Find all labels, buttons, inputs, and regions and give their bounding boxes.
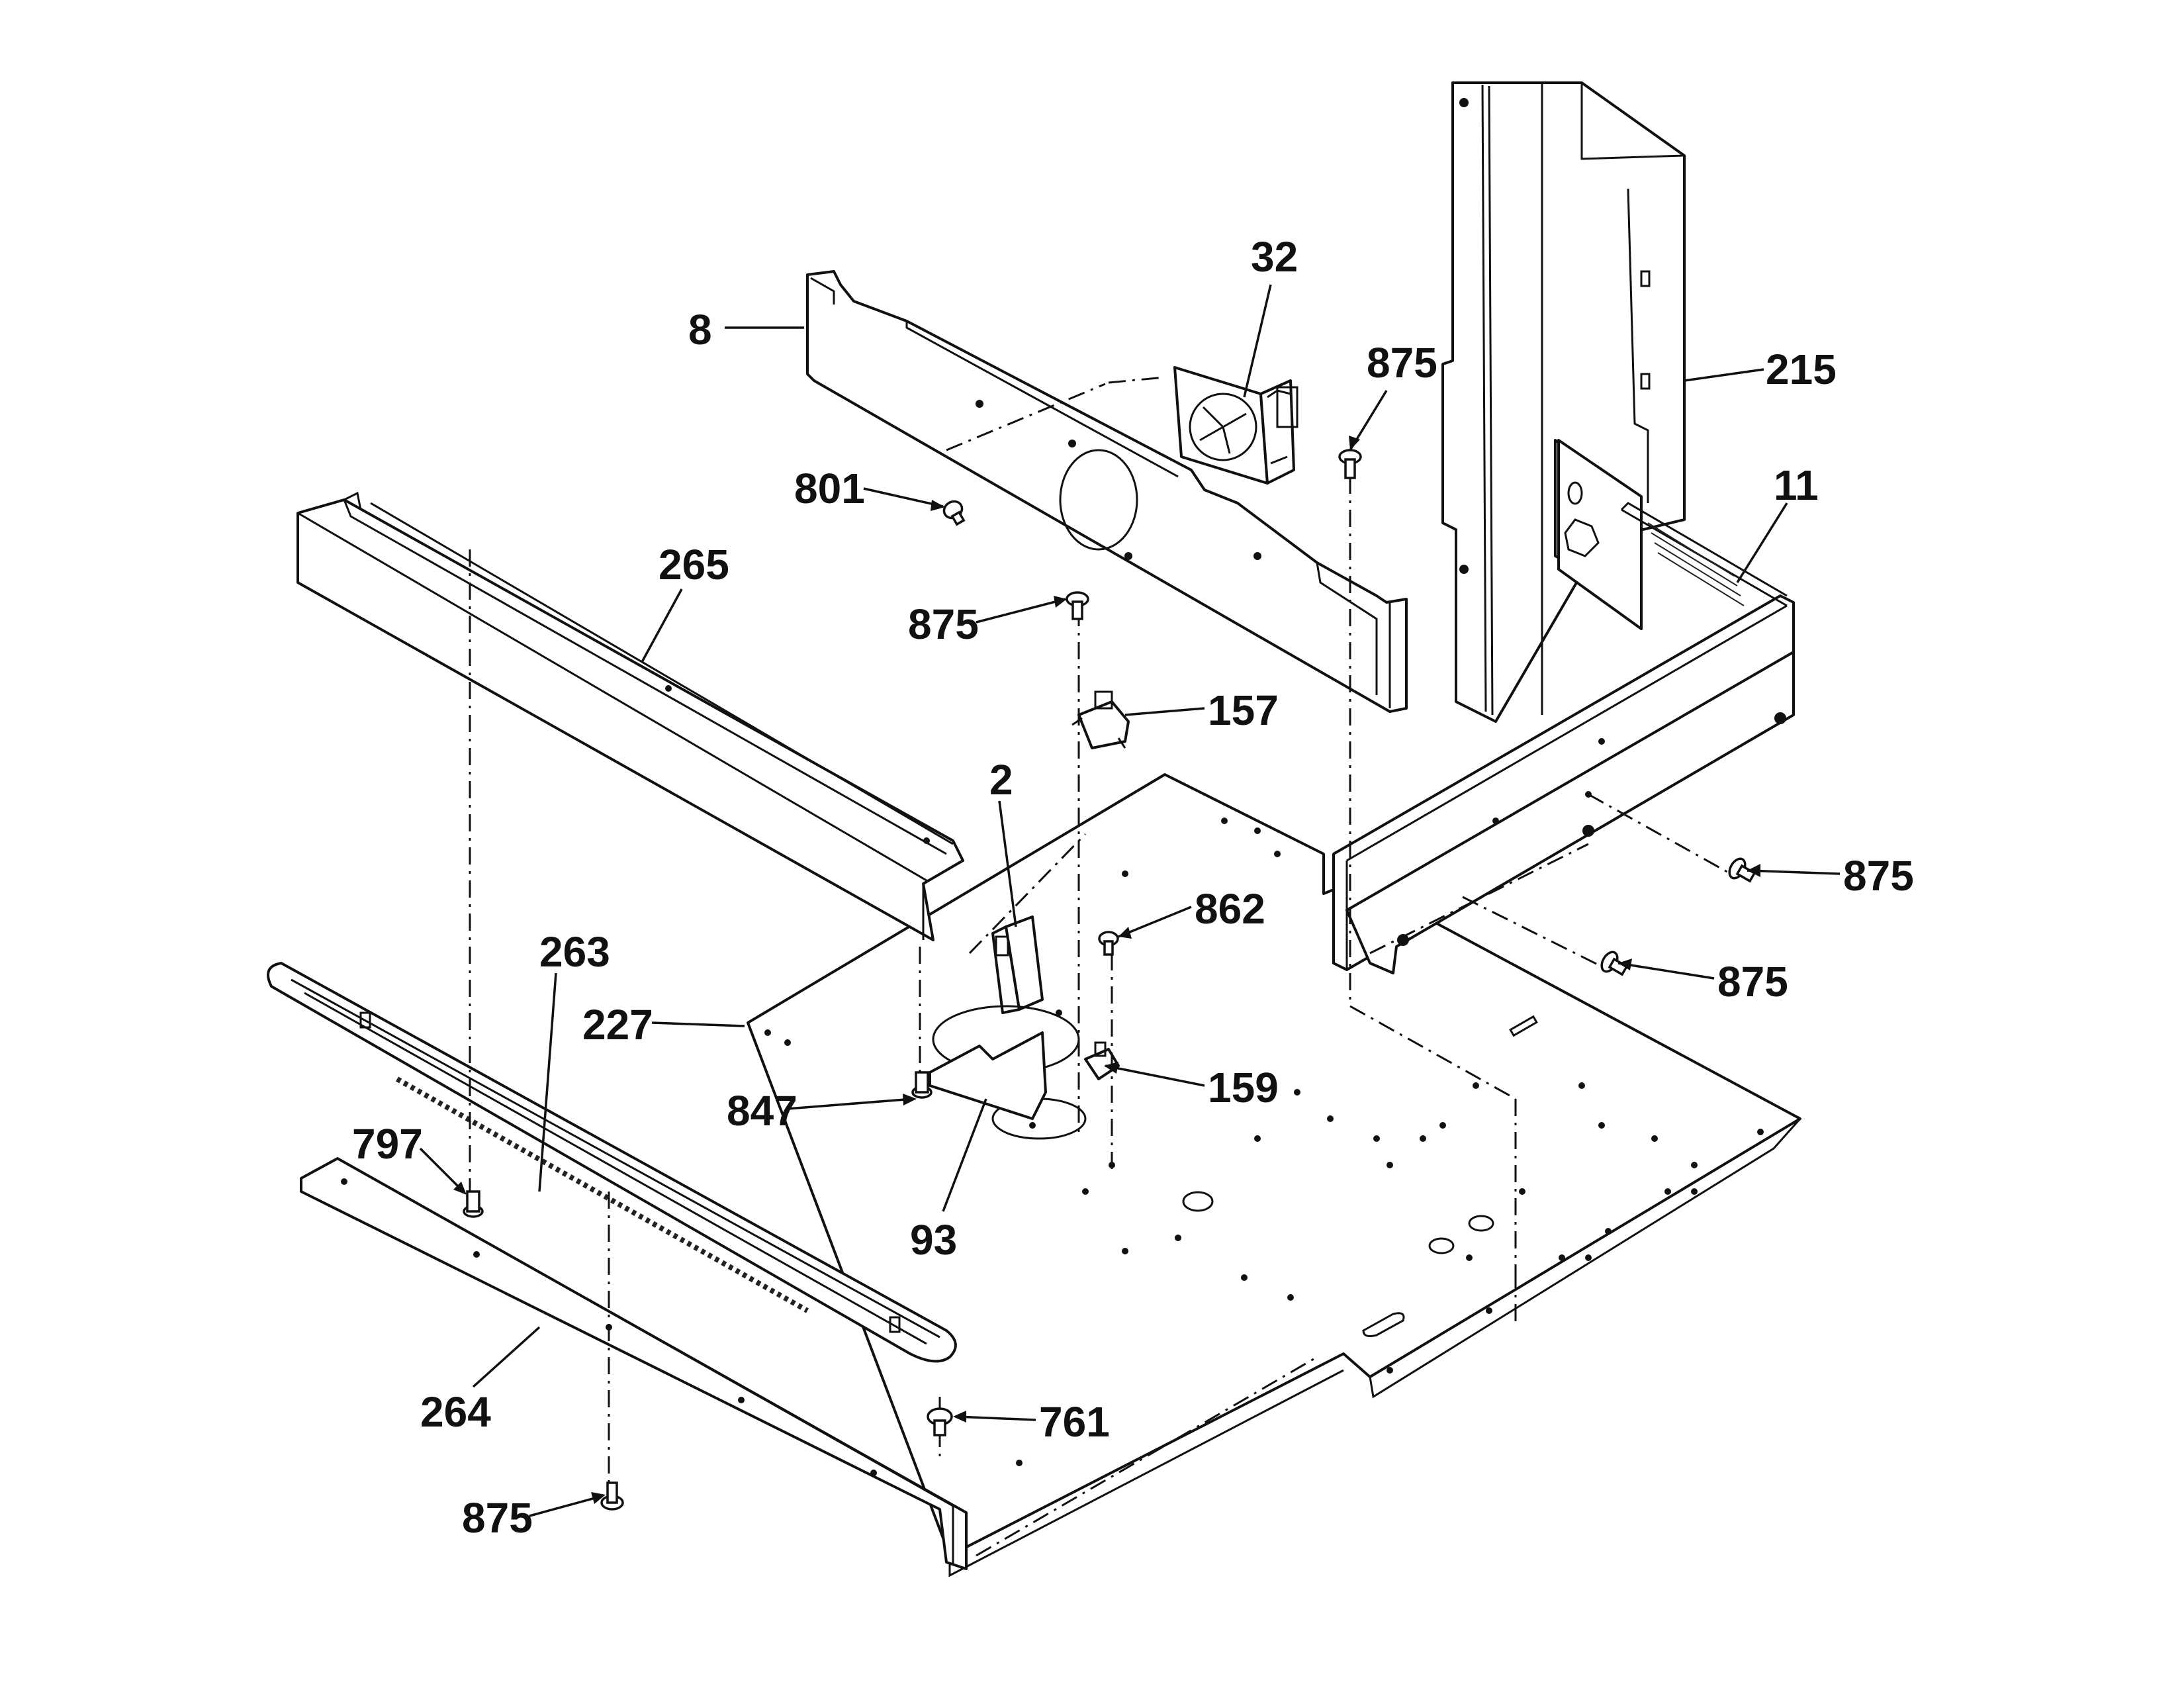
- callout-875-bottom: 875: [462, 1494, 533, 1542]
- callout-263: 263: [539, 928, 610, 976]
- callout-labels: 8 32 875 215 11 801 265 875 157 2 875 86…: [352, 233, 1914, 1542]
- callout-11: 11: [1774, 461, 1819, 509]
- callout-159: 159: [1208, 1064, 1279, 1111]
- callout-2: 2: [989, 756, 1013, 804]
- screw-875-top: [1338, 449, 1362, 479]
- screw-875-right2: [1600, 951, 1629, 976]
- screw-875-right1: [1728, 857, 1756, 883]
- callout-862: 862: [1195, 885, 1265, 933]
- switch-2: [991, 915, 1044, 1014]
- callout-227: 227: [582, 1001, 653, 1049]
- callout-801: 801: [794, 465, 865, 512]
- screw-875-mid: [1066, 591, 1089, 620]
- callout-32: 32: [1251, 233, 1298, 281]
- screw-862: [1098, 931, 1119, 956]
- callout-875-right2: 875: [1717, 958, 1788, 1006]
- stud-797: [463, 1190, 484, 1218]
- cooling-fan-32: [1173, 366, 1298, 485]
- front-strip-264: [300, 1157, 968, 1570]
- callout-264: 264: [420, 1388, 491, 1436]
- leader-lines: [419, 284, 1841, 1517]
- stud-847: [911, 1071, 933, 1099]
- callout-8: 8: [688, 306, 712, 353]
- screw-875-bottom: [600, 1481, 624, 1511]
- assembly-lines: [469, 376, 1731, 1557]
- callout-93: 93: [910, 1216, 957, 1264]
- callout-797: 797: [352, 1120, 423, 1168]
- callout-265: 265: [659, 541, 729, 588]
- vertical-duct-215: [1441, 81, 1686, 723]
- callout-875-top: 875: [1367, 339, 1437, 387]
- trim-rail-265: [296, 491, 964, 941]
- sensor-159: [1084, 1041, 1120, 1080]
- callout-157: 157: [1208, 686, 1279, 734]
- screw-801: [942, 500, 966, 526]
- callout-215: 215: [1766, 346, 1837, 393]
- thermostat-157: [1071, 690, 1130, 749]
- callout-875-right1: 875: [1843, 852, 1914, 900]
- screw-761: [927, 1407, 953, 1436]
- fasteners: [463, 449, 1756, 1511]
- front-bar-263: [267, 962, 957, 1363]
- callout-875-mid: 875: [908, 600, 979, 648]
- callout-847: 847: [727, 1087, 797, 1135]
- callout-761: 761: [1039, 1398, 1110, 1446]
- cover-panel-8: [806, 270, 1408, 713]
- support-channel-11: [1332, 502, 1795, 974]
